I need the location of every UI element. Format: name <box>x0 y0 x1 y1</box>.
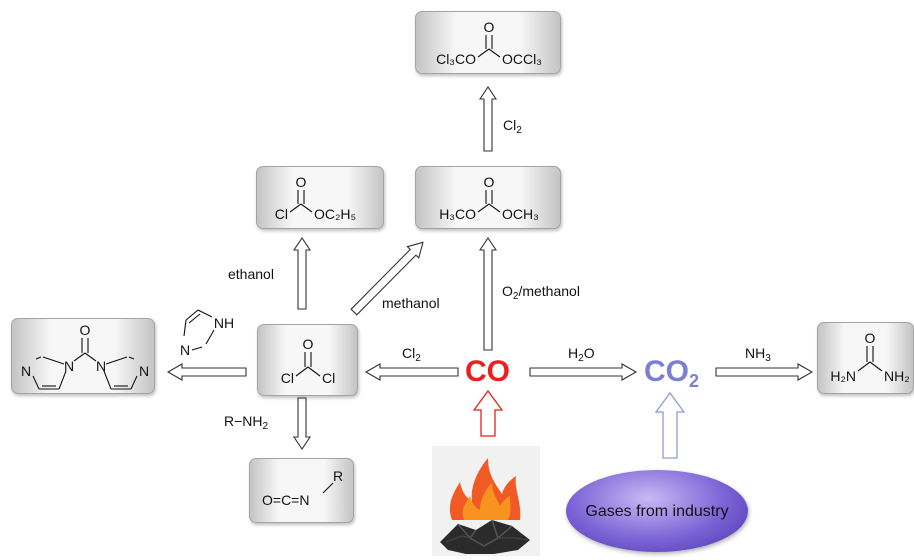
left-group: Cl₃CO <box>436 51 476 67</box>
co-species: CO <box>465 355 510 388</box>
right-amine: NH₂ <box>884 368 910 384</box>
arrow-to-cdi <box>166 363 247 381</box>
label-amine: R−NH2 <box>224 413 269 432</box>
right-group: OC₂H₅ <box>314 206 356 222</box>
dimethyl-carbonate-box: O H₃CO OCH₃ <box>415 166 561 229</box>
label-o2-methanol: O2/methanol <box>502 283 580 302</box>
triphosgene-box: O Cl₃CO OCCl₃ <box>415 11 561 74</box>
left-group: H₃CO <box>439 206 476 222</box>
label-methanol: methanol <box>382 295 440 311</box>
right-group: OCH₃ <box>502 206 539 222</box>
carbonyl-oxygen: O <box>303 336 314 352</box>
carbonyl-oxygen: O <box>484 174 495 190</box>
arrow-nh3 <box>715 363 814 381</box>
carbonyl-oxygen: O <box>296 174 307 190</box>
carbonyl-oxygen: O <box>484 19 495 35</box>
label-nh3: NH3 <box>745 345 771 364</box>
imidazole-nh: NH <box>214 315 234 331</box>
industry-gas-source: Gases from industry <box>566 470 748 552</box>
industry-label: Gases from industry <box>585 503 729 520</box>
phosgene-box: O Cl Cl <box>257 324 358 396</box>
arrow-cl2-to-phosgene <box>364 363 459 381</box>
ethyl-chloroformate-box: O Cl OC₂H₅ <box>256 166 384 229</box>
arrow-ethanol <box>292 237 312 310</box>
imidazole-n3: N <box>180 342 190 358</box>
imidazole-structure: N NH <box>180 309 234 358</box>
arrow-industry-to-co2 <box>654 391 686 459</box>
left-n3: N <box>21 363 31 379</box>
label-h2o: H2O <box>568 345 595 364</box>
urea-structure: O H₂N NH₂ <box>830 330 910 384</box>
arrow-h2o <box>529 363 638 381</box>
left-imidazole-ring <box>32 356 67 390</box>
arrow-co-to-dmc <box>478 237 498 351</box>
left-n1: N <box>64 358 74 374</box>
urea-box: O H₂N NH₂ <box>817 322 914 394</box>
label-ethanol: ethanol <box>228 266 274 282</box>
right-n3: N <box>139 363 149 379</box>
r-group: R <box>333 468 343 484</box>
right-chlorine: Cl <box>322 370 335 386</box>
co2-species: CO2 <box>644 355 700 391</box>
isocyanate-formula: O=C=N <box>262 492 309 508</box>
isocyanate-structure: O=C=N R <box>262 468 343 508</box>
triphosgene-structure: O Cl₃CO OCCl₃ <box>436 19 542 67</box>
right-imidazole-ring <box>103 356 138 390</box>
arrow-methanol <box>350 241 424 316</box>
dimethyl-carbonate-structure: O H₃CO OCH₃ <box>439 174 539 222</box>
isocyanate-box: O=C=N R <box>249 458 354 523</box>
arrow-cl2-to-triphosgene <box>478 86 498 152</box>
coal-fire-icon <box>432 446 540 556</box>
label-cl2-mid: Cl2 <box>402 345 421 364</box>
right-n1: N <box>96 358 106 374</box>
arrow-amine <box>292 397 312 450</box>
right-group: OCCl₃ <box>502 51 542 67</box>
phosgene-structure: O Cl Cl <box>281 336 335 386</box>
left-amine: H₂N <box>830 368 856 384</box>
carbonyl-oxygen: O <box>80 322 91 338</box>
label-cl2-top: Cl2 <box>503 117 522 136</box>
arrow-fire-to-co <box>472 389 504 437</box>
left-chlorine: Cl <box>281 370 294 386</box>
ethyl-chloroformate-structure: O Cl OC₂H₅ <box>275 174 356 222</box>
carbonyl-oxygen: O <box>865 330 876 346</box>
left-group: Cl <box>275 206 288 222</box>
cdi-structure: O N N <box>21 322 149 390</box>
cdi-box: O N N <box>11 318 155 394</box>
